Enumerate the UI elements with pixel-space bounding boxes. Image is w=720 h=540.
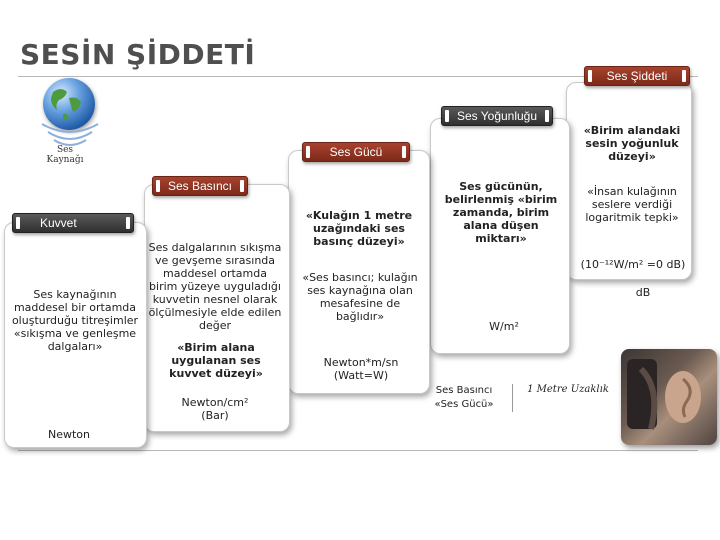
ses-gucu-definition: «Kulağın 1 metre uzağındaki ses basınç d… <box>300 209 418 248</box>
ses-siddeti-reference: (10⁻¹²W/m² =0 dB) <box>574 258 692 271</box>
bottom-distance: 1 Metre Uzaklık <box>518 383 618 396</box>
tag-kuvvet: Kuvvet <box>12 213 134 233</box>
source-label: Ses Kaynağı <box>40 145 90 165</box>
tag-ses-yogunlugu: Ses Yoğunluğu <box>441 106 553 126</box>
ses-yogunlugu-unit: W/m² <box>480 320 528 333</box>
kuvvet-unit: Newton <box>40 428 98 441</box>
kuvvet-description: Ses kaynağının maddesel bir ortamda oluş… <box>6 288 144 353</box>
bottom-divider-line <box>512 384 513 412</box>
ear-photo <box>621 349 717 445</box>
tag-ses-basinci: Ses Basıncı <box>152 176 248 196</box>
panel-ses-siddeti <box>566 82 692 280</box>
page-title: SESİN ŞİDDETİ <box>20 38 255 71</box>
ses-siddeti-unit: dB <box>620 286 666 299</box>
ses-basinci-definition: «Birim alana uygulanan ses kuvvet düzeyi… <box>158 341 274 380</box>
tag-ses-gucu: Ses Gücü <box>302 142 410 162</box>
ses-basinci-description: Ses dalgalarının sıkışma ve gevşeme sıra… <box>148 241 282 332</box>
bottom-pressure-line2: «Ses Gücü» <box>420 398 508 411</box>
ses-yogunlugu-definition: Ses gücünün, belirlenmiş «birim zamanda,… <box>442 180 560 245</box>
ses-gucu-note: «Ses basıncı; kulağın ses kaynağına olan… <box>296 271 424 323</box>
ses-basinci-unit-line1: Newton/cm² <box>156 396 274 409</box>
tag-ses-siddeti: Ses Şiddeti <box>584 66 690 86</box>
ses-basinci-unit-line2: (Bar) <box>156 409 274 422</box>
bottom-divider <box>18 450 698 451</box>
ses-siddeti-human-response: «İnsan kulağının seslere verdiği logarit… <box>578 185 686 224</box>
ses-gucu-unit-line1: Newton*m/sn <box>306 356 416 369</box>
ses-gucu-unit-line2: (Watt=W) <box>306 369 416 382</box>
ses-siddeti-definition: «Birim alandaki sesin yoğunluk düzeyi» <box>578 124 686 163</box>
bottom-pressure-line1: Ses Basıncı <box>420 384 508 397</box>
